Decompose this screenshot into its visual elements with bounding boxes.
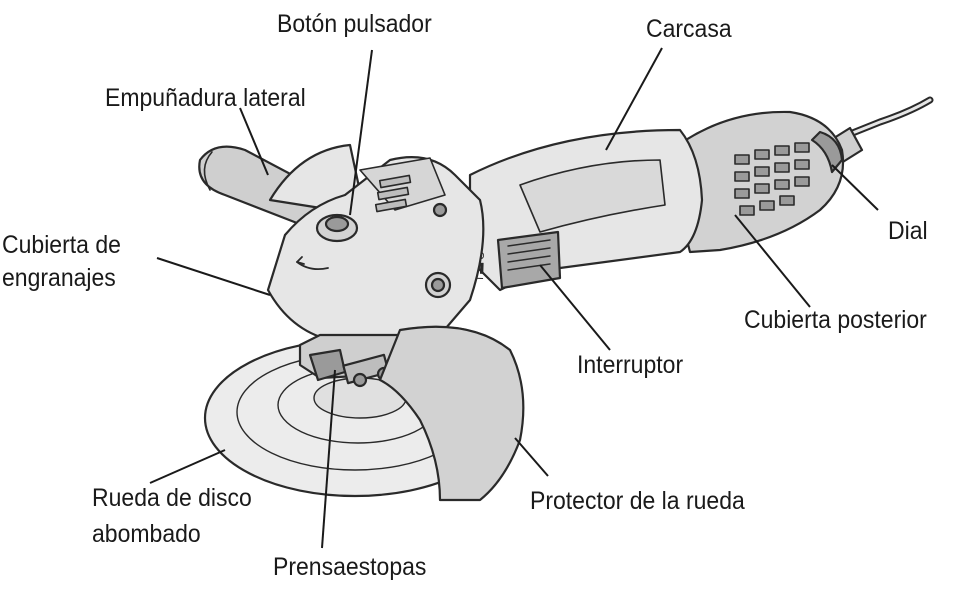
leader-rear-cover bbox=[734, 214, 811, 308]
label-rear-cover: Cubierta posterior bbox=[744, 306, 927, 334]
label-disc-wheel-line1: Rueda de disco bbox=[92, 484, 252, 512]
label-wheel-guard: Protector de la rueda bbox=[530, 487, 745, 515]
leader-lines bbox=[149, 47, 879, 549]
label-packing-gland: Prensaestopas bbox=[273, 553, 427, 581]
label-switch: Interruptor bbox=[577, 351, 684, 379]
leader-switch bbox=[539, 264, 611, 351]
leader-dial bbox=[831, 164, 879, 211]
label-side-handle: Empuñadura lateral bbox=[105, 84, 306, 112]
label-gear-cover-line1: Cubierta de bbox=[2, 231, 121, 259]
leader-push-button bbox=[349, 49, 373, 216]
switch-shape bbox=[496, 230, 562, 290]
label-gear-cover-line2: engranajes bbox=[2, 264, 116, 292]
label-disc-wheel-line2: abombado bbox=[92, 520, 201, 548]
dial-shape bbox=[810, 130, 844, 174]
leader-side-handle bbox=[239, 107, 269, 176]
leader-disc-wheel bbox=[149, 449, 226, 484]
leader-wheel-guard bbox=[514, 437, 549, 477]
label-push-button: Botón pulsador bbox=[277, 10, 432, 38]
leader-packing-gland bbox=[321, 369, 336, 549]
label-housing: Carcasa bbox=[646, 15, 732, 43]
leader-housing bbox=[605, 47, 663, 151]
leader-gear-cover bbox=[156, 257, 271, 296]
label-dial: Dial bbox=[888, 217, 928, 245]
